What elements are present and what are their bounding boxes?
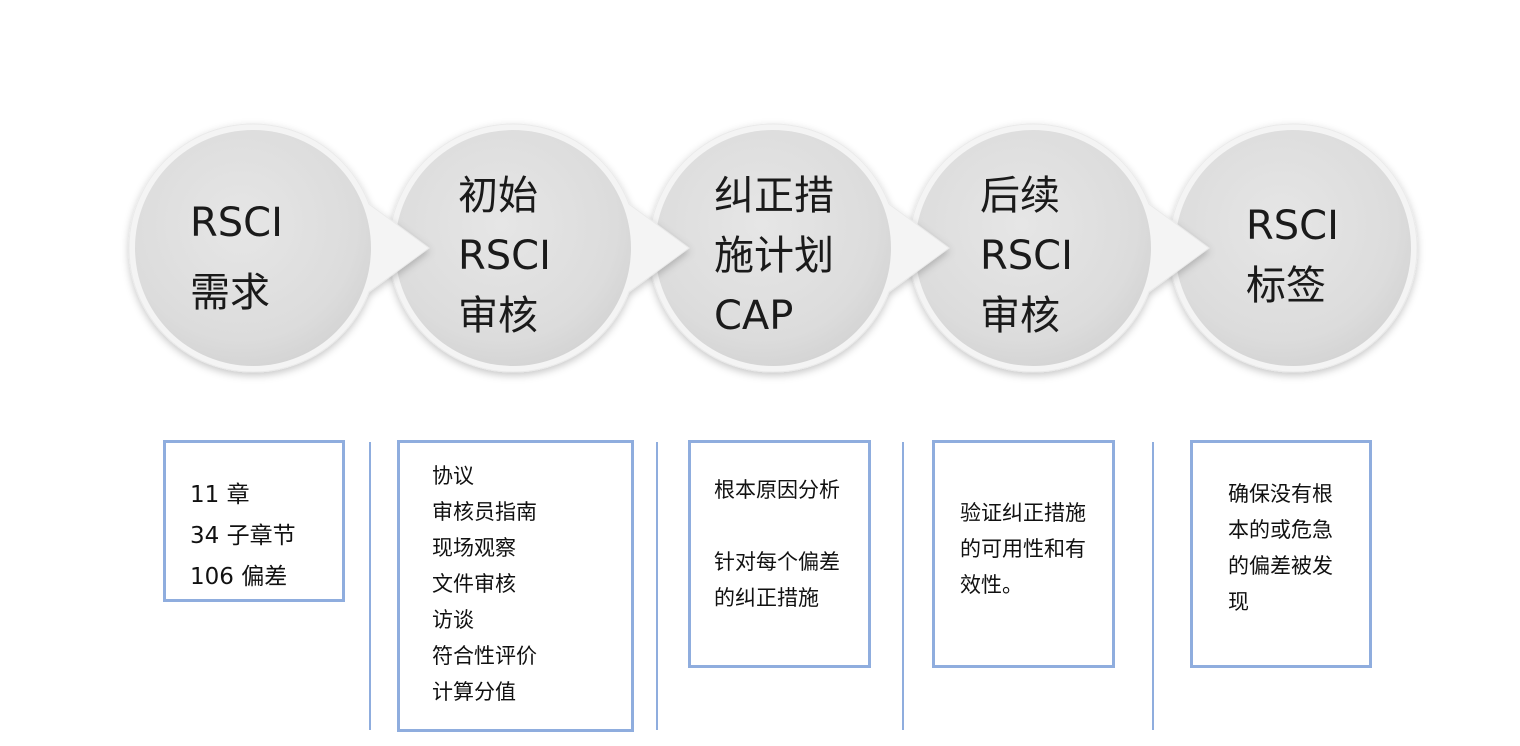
step-circle-3: [655, 130, 891, 366]
step-5-text: RSCI 标签: [1246, 203, 1339, 309]
detail-box-4: [932, 440, 1115, 668]
detail-text-3: 根本原因分析 针对每个偏差 的纠正措施: [714, 478, 840, 610]
detail-text-4: 验证纠正措施 的可用性和有 效性。: [960, 501, 1086, 597]
step-4-text: 后续 RSCI 审核: [980, 173, 1073, 339]
step-3-text: 纠正措 施计划 CAP: [714, 173, 834, 339]
step-circle-4: [915, 130, 1151, 366]
step-shape-5: [1168, 123, 1418, 373]
step-2-text: 初始 RSCI 审核: [458, 173, 551, 339]
step-shape-2: [388, 123, 690, 373]
detail-text-2: 协议 审核员指南 现场观察 文件审核 访谈 符合性评价 计算分值: [432, 464, 537, 704]
detail-text-5: 确保没有根 本的或危急 的偏差被发 现: [1228, 482, 1333, 614]
step-circle-2: [395, 130, 631, 366]
step-shape-4: [908, 123, 1210, 373]
detail-text-1: 11 章 34 子章节 106 偏差: [190, 482, 296, 590]
detail-box-2: [397, 440, 634, 732]
step-1-text: RSCI 需求: [190, 200, 283, 316]
step-circle-1: [135, 130, 371, 366]
step-shape-3: [648, 123, 950, 373]
separator-3: [902, 442, 904, 730]
separator-2: [656, 442, 658, 730]
separator-1: [369, 442, 371, 730]
detail-box-5: [1190, 440, 1372, 668]
separator-4: [1152, 442, 1154, 730]
step-shape-1: [128, 123, 430, 373]
detail-box-1: [163, 440, 345, 602]
detail-box-3: [688, 440, 871, 668]
step-circle-5: [1175, 130, 1411, 366]
